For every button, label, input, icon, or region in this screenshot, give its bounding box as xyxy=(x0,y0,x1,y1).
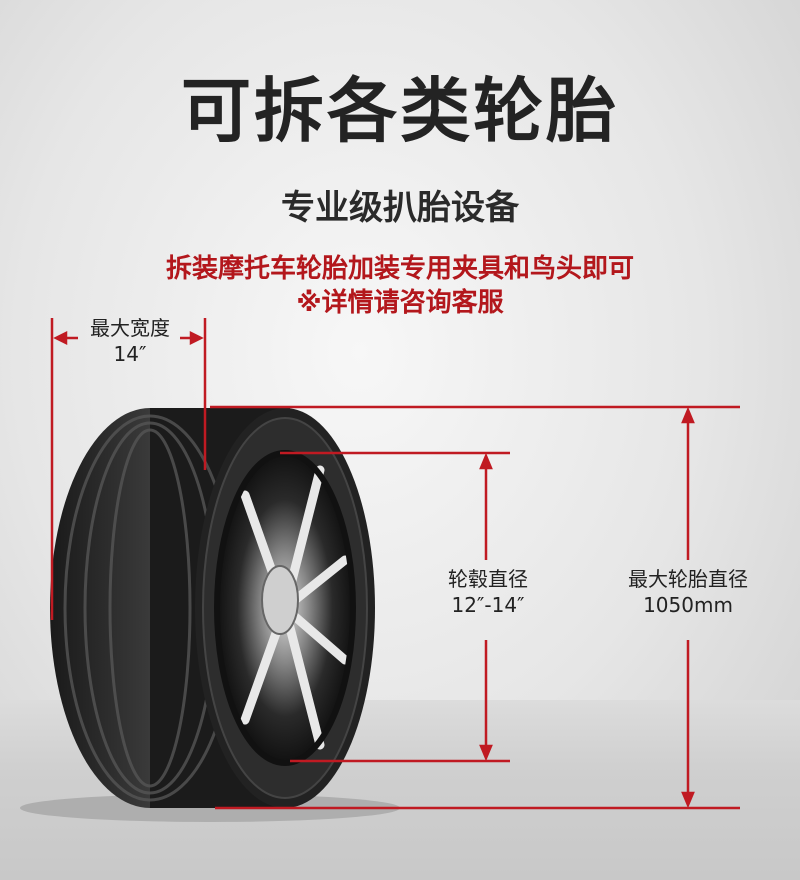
max-width-label: 最大宽度 14″ xyxy=(70,315,190,367)
rim-diameter-label: 轮毂直径 12″-14″ xyxy=(418,566,558,618)
max-width-title: 最大宽度 xyxy=(90,316,170,340)
accessory-note: 拆装摩托车轮胎加装专用夹具和鸟头即可 xyxy=(165,254,634,284)
rim-diameter-value: 12″-14″ xyxy=(451,593,525,617)
tire-diameter-value: 1050mm xyxy=(643,593,733,617)
page-subtitle: 专业级扒胎设备 xyxy=(281,188,519,228)
page-title: 可拆各类轮胎 xyxy=(181,70,619,152)
tire-diameter-title: 最大轮胎直径 xyxy=(628,567,748,591)
consult-note: ※详情请咨询客服 xyxy=(296,288,504,318)
max-width-value: 14″ xyxy=(113,342,147,366)
rim-diameter-title: 轮毂直径 xyxy=(448,567,528,591)
tire-diameter-label: 最大轮胎直径 1050mm xyxy=(608,566,768,618)
